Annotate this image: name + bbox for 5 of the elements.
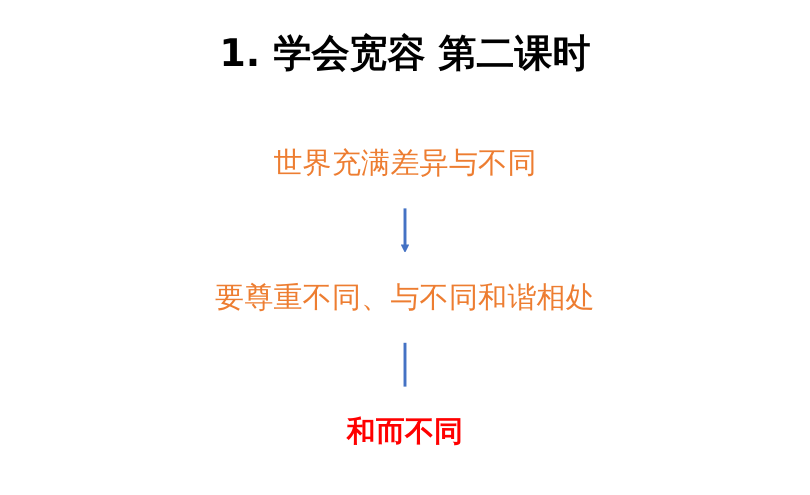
node-text: 要尊重不同、与不同和谐相处 bbox=[215, 280, 595, 315]
connector bbox=[404, 342, 406, 387]
node-text: 世界充满差异与不同 bbox=[274, 146, 536, 180]
title: 1. 学会宽容 第二课时 bbox=[219, 31, 591, 75]
arrow bbox=[400, 208, 410, 253]
